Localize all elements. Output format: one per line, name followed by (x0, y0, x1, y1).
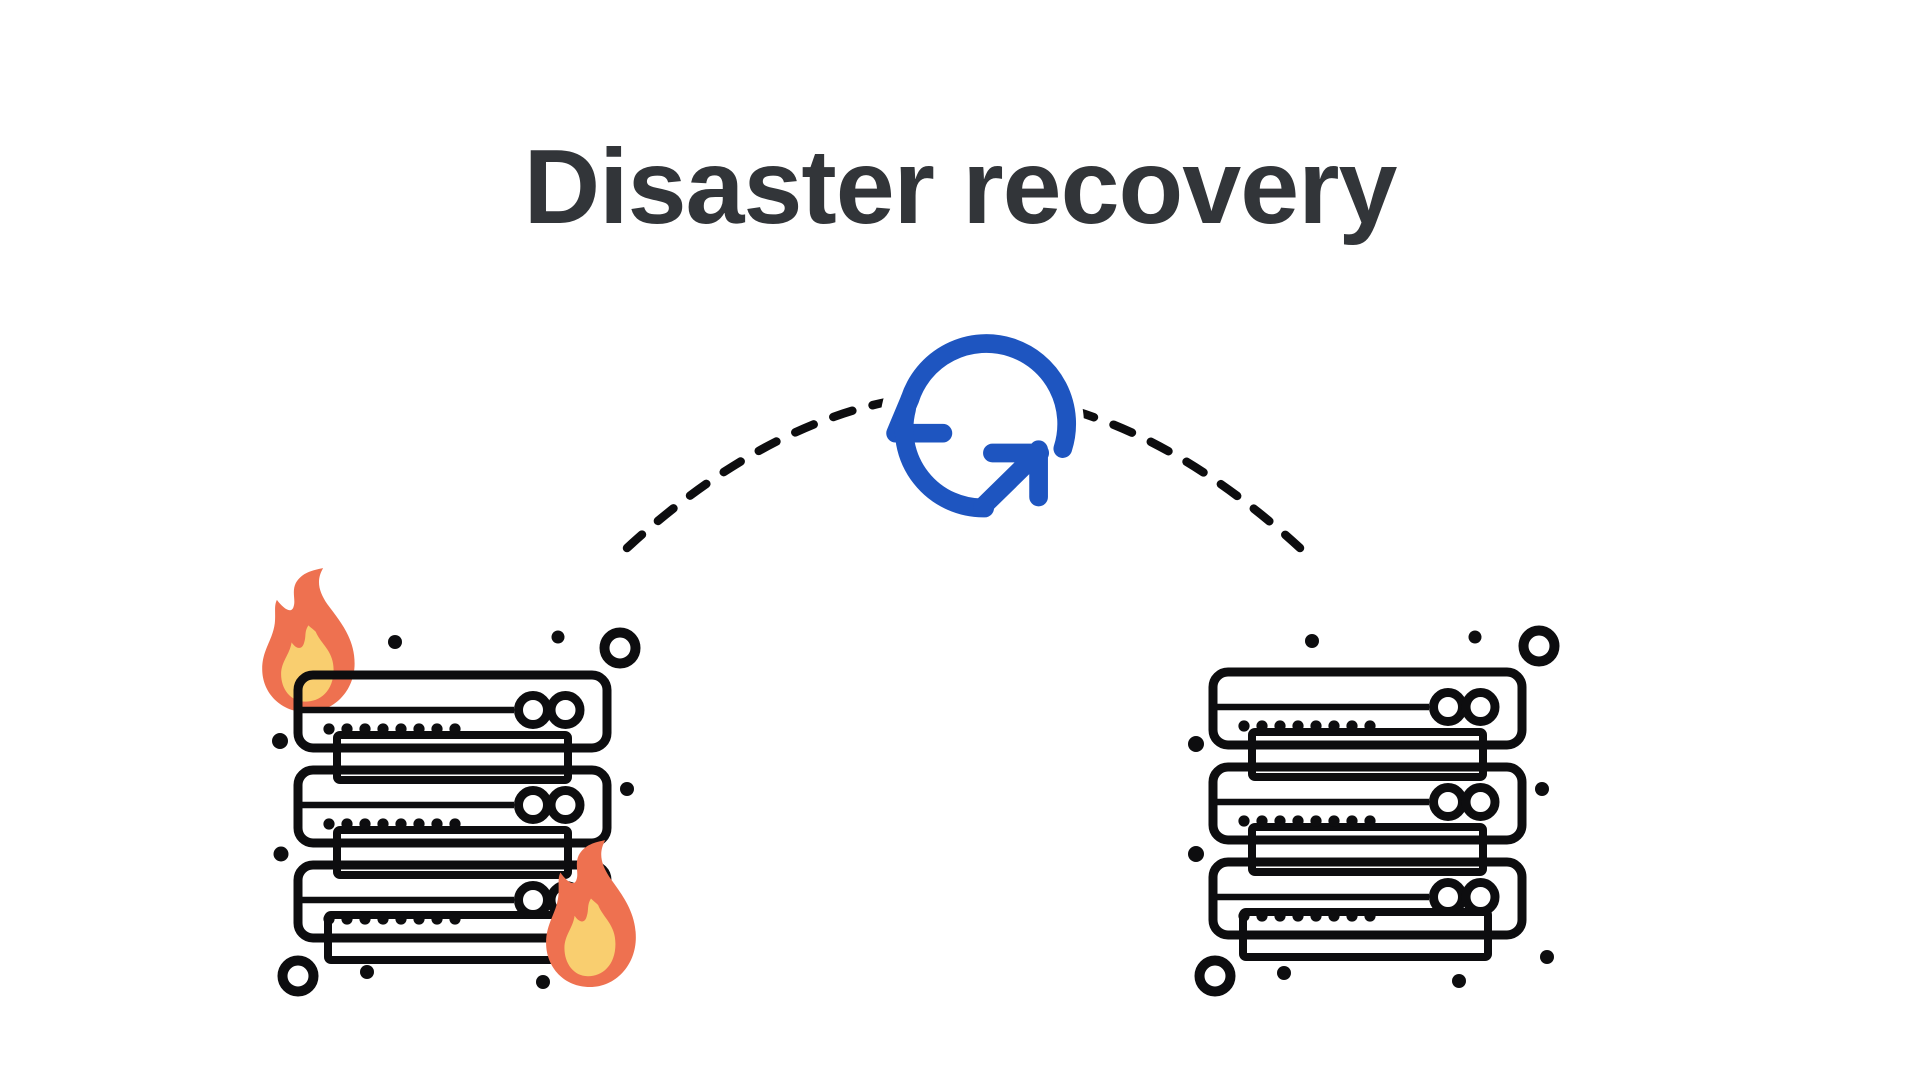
decor-dots (272, 630, 634, 989)
fire-top-left (262, 568, 355, 713)
decor-dots (1188, 630, 1554, 988)
sync-arrows-icon (886, 334, 1077, 518)
server-stack-primary (262, 568, 636, 991)
sync-top-arc (900, 334, 1077, 458)
sync-bottom-arrowhead (973, 440, 1050, 517)
sync-bottom-arc (894, 399, 995, 518)
page-title: Disaster recovery (523, 128, 1398, 246)
server-stack-secondary (1188, 631, 1555, 992)
